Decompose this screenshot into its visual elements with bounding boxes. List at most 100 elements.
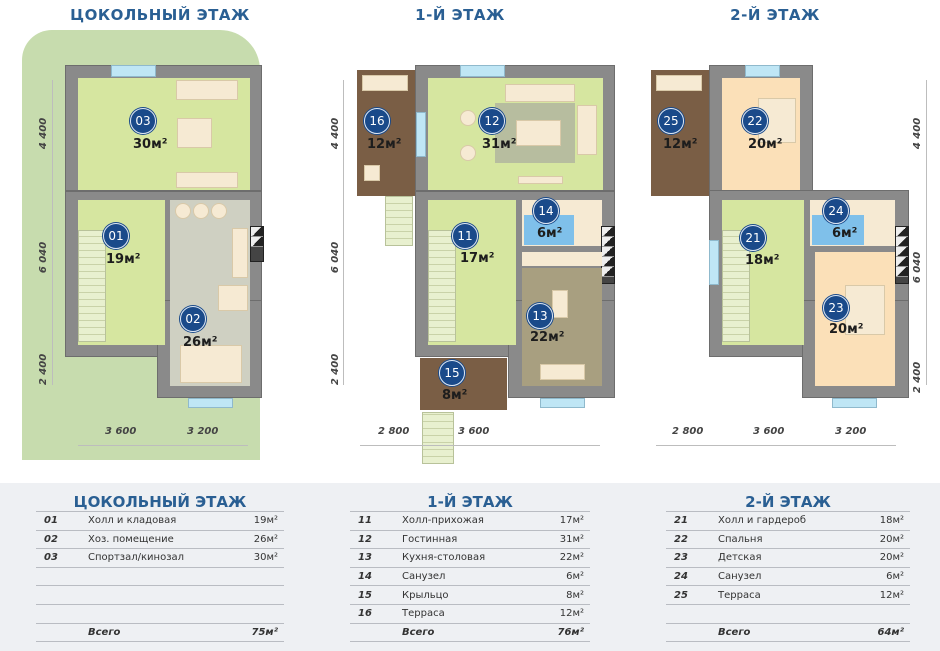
kitchen-counter bbox=[522, 252, 602, 266]
room-badge: 22 bbox=[742, 108, 768, 134]
room-area: 12м² bbox=[663, 137, 698, 152]
window bbox=[709, 240, 719, 285]
dimension-label: 6 040 bbox=[330, 241, 342, 274]
room-badge: 03 bbox=[130, 108, 156, 134]
window bbox=[460, 65, 505, 77]
room-area: 20м² bbox=[748, 137, 783, 152]
window bbox=[188, 398, 233, 408]
floor-title-second: 2-Й ЭТАЖ bbox=[730, 6, 820, 24]
furniture-appliance bbox=[193, 203, 209, 219]
room-badge: 24 bbox=[823, 198, 849, 224]
furniture-armchair bbox=[460, 145, 476, 161]
window bbox=[540, 398, 585, 408]
dimension-label: 3 200 bbox=[187, 426, 219, 437]
vent-shaft bbox=[895, 226, 909, 284]
furniture-appliance bbox=[211, 203, 227, 219]
room-area: 30м² bbox=[133, 137, 168, 152]
dimension-label: 2 400 bbox=[912, 361, 924, 394]
furniture-table bbox=[177, 118, 212, 148]
furniture-sofa bbox=[176, 172, 238, 188]
dimension-label: 6 040 bbox=[38, 241, 50, 274]
vent-shaft bbox=[250, 226, 264, 262]
dimension-label: 2 800 bbox=[672, 426, 704, 437]
room-area: 20м² bbox=[829, 322, 864, 337]
dimension-label: 2 800 bbox=[378, 426, 410, 437]
room-area: 6м² bbox=[832, 226, 858, 241]
exterior-stairs bbox=[385, 196, 413, 246]
stairs bbox=[428, 230, 456, 342]
window bbox=[111, 65, 156, 77]
dimension-line bbox=[343, 80, 344, 385]
window bbox=[745, 65, 780, 77]
furniture-sofa bbox=[577, 105, 597, 155]
room-badge: 11 bbox=[452, 223, 478, 249]
table-row bbox=[666, 605, 910, 624]
table-title: ЦОКОЛЬНЫЙ ЭТАЖ bbox=[73, 493, 247, 511]
furniture-appliance bbox=[175, 203, 191, 219]
table-row bbox=[36, 586, 284, 605]
room-area: 19м² bbox=[106, 252, 141, 267]
table-title: 1-Й ЭТАЖ bbox=[427, 493, 513, 511]
dimension-label: 6 040 bbox=[912, 251, 924, 284]
furniture-armchair bbox=[460, 110, 476, 126]
room-area: 22м² bbox=[530, 330, 565, 345]
dimension-label: 4 400 bbox=[330, 117, 342, 150]
dimension-label: 3 200 bbox=[835, 426, 867, 437]
dimension-label: 2 400 bbox=[330, 353, 342, 386]
dimension-line bbox=[360, 445, 600, 446]
room-badge: 14 bbox=[533, 198, 559, 224]
dimension-line bbox=[656, 445, 896, 446]
furniture-shelf bbox=[180, 345, 242, 383]
floor-title-first: 1-Й ЭТАЖ bbox=[415, 6, 505, 24]
dimension-line bbox=[926, 80, 927, 385]
room-badge: 13 bbox=[527, 303, 553, 329]
table-row bbox=[36, 605, 284, 624]
table-title: 2-Й ЭТАЖ bbox=[745, 493, 831, 511]
dimension-label: 3 600 bbox=[753, 426, 785, 437]
room-area: 12м² bbox=[367, 137, 402, 152]
dimension-label: 4 400 bbox=[912, 117, 924, 150]
room-badge: 23 bbox=[823, 295, 849, 321]
furniture-cabinet bbox=[218, 285, 248, 311]
furniture-bed bbox=[845, 285, 885, 335]
room-badge: 25 bbox=[658, 108, 684, 134]
furniture-cabinet bbox=[232, 228, 248, 278]
room-badge: 15 bbox=[439, 360, 465, 386]
furniture-bench bbox=[656, 75, 702, 91]
room-badge: 12 bbox=[479, 108, 505, 134]
dimension-label: 3 600 bbox=[105, 426, 137, 437]
room-area: 6м² bbox=[537, 226, 563, 241]
dimension-label: 4 400 bbox=[38, 117, 50, 150]
furniture-sofa bbox=[176, 80, 238, 100]
room-badge: 21 bbox=[740, 225, 766, 251]
exterior-stairs bbox=[422, 412, 454, 464]
furniture-dining-table bbox=[540, 364, 585, 380]
dimension-label: 3 600 bbox=[458, 426, 490, 437]
furniture-island bbox=[552, 290, 568, 318]
stairs bbox=[78, 230, 106, 342]
table-row bbox=[36, 568, 284, 587]
room-area: 26м² bbox=[183, 335, 218, 350]
furniture-bench bbox=[362, 75, 408, 91]
room-25-terrace bbox=[651, 70, 709, 196]
floor-title-basement: ЦОКОЛЬНЫЙ ЭТАЖ bbox=[70, 6, 250, 24]
vent-shaft bbox=[601, 226, 615, 284]
furniture-sofa bbox=[505, 84, 575, 102]
room-area: 18м² bbox=[745, 253, 780, 268]
room-area: 31м² bbox=[482, 137, 517, 152]
